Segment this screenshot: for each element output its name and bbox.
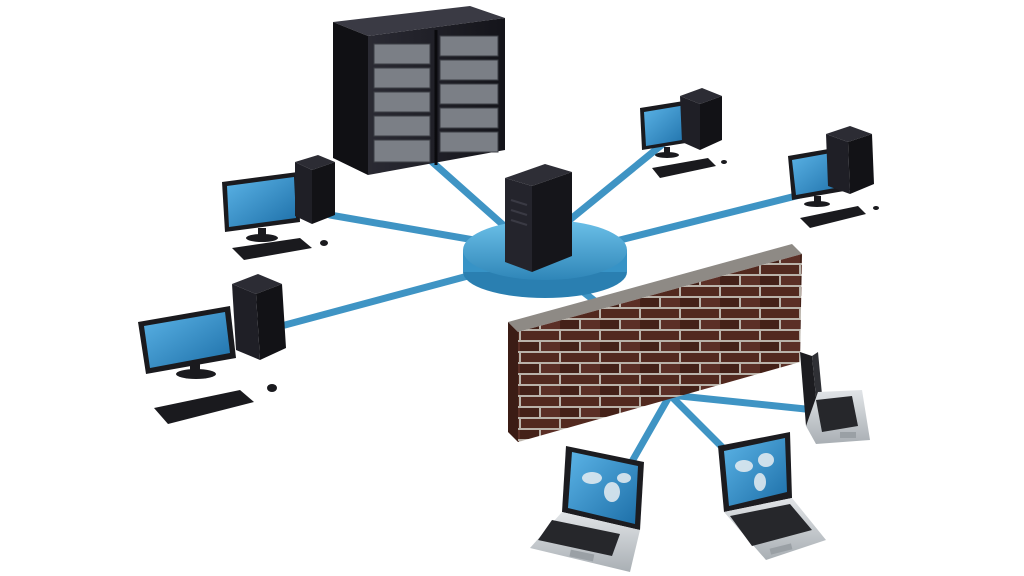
laptop-icon xyxy=(800,352,870,444)
desktop-icon xyxy=(640,88,727,178)
server-rack-icon xyxy=(333,6,505,175)
laptop-icon xyxy=(530,446,644,572)
firewall-icon xyxy=(508,244,802,442)
laptop-icon xyxy=(718,432,826,560)
desktop-icon xyxy=(222,155,335,260)
desktop-icon xyxy=(788,126,879,228)
server-icon xyxy=(505,164,572,272)
desktop-icon xyxy=(138,274,286,424)
link-firewall-laptop-right xyxy=(666,391,819,414)
